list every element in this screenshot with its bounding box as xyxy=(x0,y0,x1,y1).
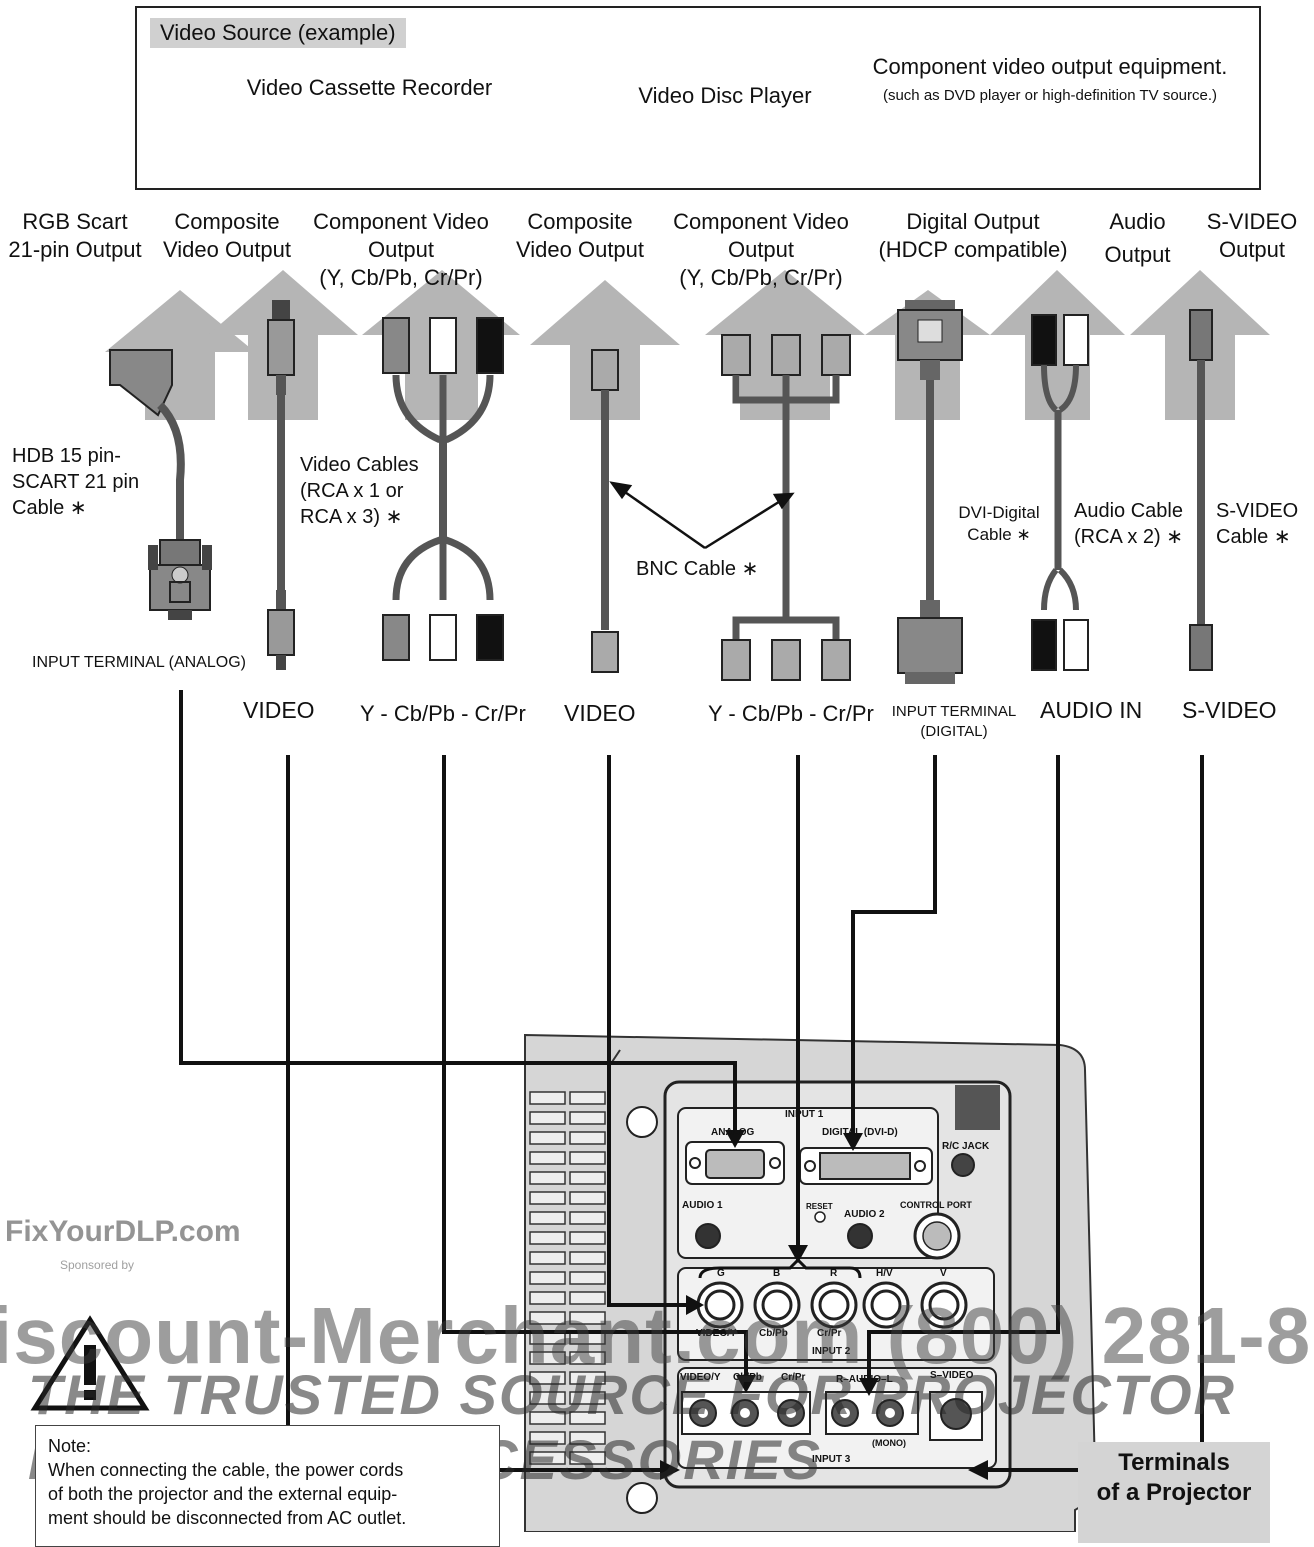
composite-bnc-cable xyxy=(591,349,619,673)
watermark-site: FixYourDLP.com xyxy=(5,1215,241,1248)
output-label-digital: Digital Output(HDCP compatible) xyxy=(878,209,1068,262)
panel-in3-cbpb: Cb/Pb xyxy=(733,1372,762,1383)
projector-body xyxy=(524,1033,1097,1532)
panel-audio1: AUDIO 1 xyxy=(682,1200,723,1211)
input-label-video-2: VIDEO xyxy=(564,700,636,726)
panel-video-y: VIDEO/Y xyxy=(696,1328,737,1339)
watermark-sponsor: Sponsored by xyxy=(60,1258,135,1272)
input-label-audio-in: AUDIO IN xyxy=(1040,697,1143,723)
component-equipment-label: Component video output equipment. xyxy=(872,54,1228,79)
component-rca-cable xyxy=(382,317,504,661)
input-label-ycbcr-1: Y - Cb/Pb - Cr/Pr xyxy=(360,701,526,726)
panel-crpr: Cr/Pr xyxy=(817,1328,842,1339)
input-label-video-1: VIDEO xyxy=(243,697,315,723)
panel-input3: INPUT 3 xyxy=(812,1454,851,1465)
panel-hv: H/V xyxy=(876,1268,893,1279)
panel-in3-crpr: Cr/Pr xyxy=(781,1372,806,1383)
note-box: Note: When connecting the cable, the pow… xyxy=(35,1425,500,1547)
connection-lines xyxy=(179,690,1204,1472)
input-label-svideo: S-VIDEO xyxy=(1182,697,1277,723)
disc-player-label: Video Disc Player xyxy=(638,83,812,108)
component-bnc-cable xyxy=(721,334,851,681)
panel-mono: (MONO) xyxy=(872,1438,906,1448)
input-label-ycbcr-2: Y - Cb/Pb - Cr/Pr xyxy=(708,701,874,726)
warning-icon xyxy=(30,1315,150,1411)
input-label-digital: INPUT TERMINAL(DIGITAL) xyxy=(891,703,1017,740)
panel-input1: INPUT 1 xyxy=(785,1109,824,1120)
panel-control-port: CONTROL PORT xyxy=(900,1200,972,1210)
note-line-2: of both the projector and the external e… xyxy=(48,1484,398,1504)
panel-reset: RESET xyxy=(806,1202,833,1211)
input-label-analog: INPUT TERMINAL (ANALOG) xyxy=(32,654,246,671)
audio-rca-cable xyxy=(1031,314,1089,671)
note-line-1: When connecting the cable, the power cor… xyxy=(48,1460,404,1480)
panel-r-audio-l: R–AUDIO–L xyxy=(836,1374,893,1385)
vcr-label: Video Cassette Recorder xyxy=(246,75,493,100)
connection-arrowheads xyxy=(660,1130,988,1480)
panel-in3-video-y: VIDEO/Y xyxy=(680,1372,721,1383)
watermark-line1: iscount-Merchant.com (800) 281-8 xyxy=(0,1291,1312,1380)
panel-g: G xyxy=(717,1268,725,1279)
dvi-cable xyxy=(897,300,963,684)
panel-cbpb: Cb/Pb xyxy=(759,1328,788,1339)
panel-analog: ANALOG xyxy=(711,1127,755,1138)
hdb-scart-cable xyxy=(109,349,212,620)
panel-s-video: S–VIDEO xyxy=(930,1370,974,1381)
note-title: Note: xyxy=(48,1436,92,1456)
svideo-cable xyxy=(1189,309,1213,671)
note-line-3: ment should be disconnected from AC outl… xyxy=(48,1508,407,1528)
panel-b: B xyxy=(773,1268,781,1279)
panel-rc-jack: R/C JACK xyxy=(942,1141,990,1152)
composite-rca-cable xyxy=(267,300,295,670)
panel-audio2: AUDIO 2 xyxy=(844,1209,885,1220)
audio-cable-label: Audio Cable(RCA x 2) ∗ xyxy=(1074,500,1183,548)
panel-r: R xyxy=(830,1268,838,1279)
bnc-cable-label: BNC Cable ∗ xyxy=(636,558,759,580)
panel-input2: INPUT 2 xyxy=(812,1346,851,1357)
panel-digital: DIGITAL (DVI-D) xyxy=(822,1127,898,1138)
video-source-title: Video Source (example) xyxy=(150,18,406,48)
bnc-callout-arrows xyxy=(609,481,795,550)
panel-v: V xyxy=(940,1268,947,1279)
component-equipment-sublabel: (such as DVD player or high-definition T… xyxy=(882,87,1218,104)
